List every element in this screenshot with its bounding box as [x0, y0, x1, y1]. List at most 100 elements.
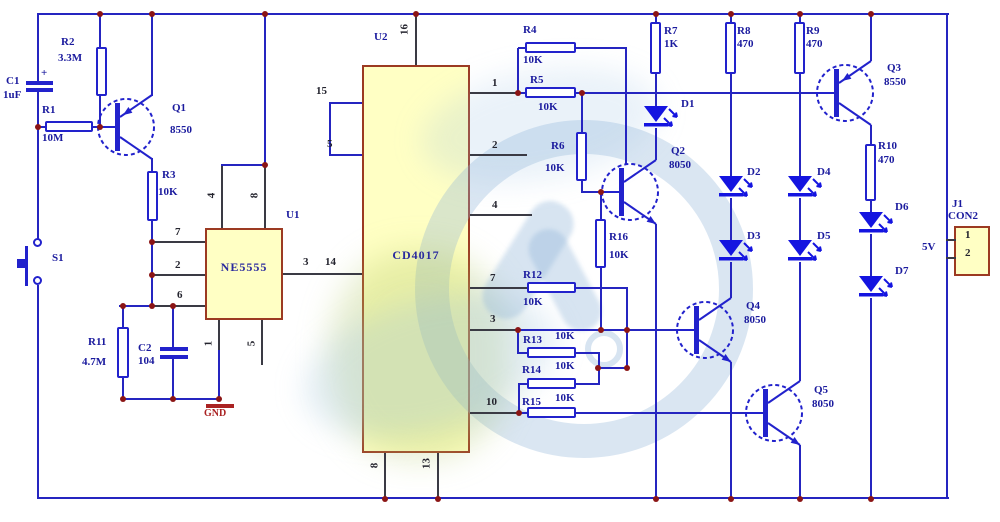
s1-switch-terminal[interactable] — [33, 238, 42, 247]
wire — [221, 164, 266, 166]
r7-resistor — [650, 22, 661, 74]
r13-value: 10K — [555, 330, 575, 342]
r12-resistor — [527, 282, 576, 293]
junction-dot — [624, 327, 630, 333]
s1-switch-actuator[interactable] — [17, 259, 25, 268]
q1-value: 8550 — [170, 124, 192, 136]
wire — [655, 73, 657, 106]
r14-value: 10K — [555, 360, 575, 372]
wire — [517, 412, 527, 414]
wire — [38, 13, 949, 15]
wire — [799, 14, 801, 23]
wire — [38, 497, 949, 499]
wire — [575, 352, 600, 354]
wire — [330, 154, 362, 156]
r14-label: R14 — [522, 364, 541, 376]
u1-pin-2-label: 2 — [175, 259, 181, 271]
r5-value: 10K — [538, 101, 558, 113]
junction-dot — [216, 396, 222, 402]
u1-pin-7-label: 7 — [175, 226, 181, 238]
wire — [519, 383, 527, 385]
junction-dot — [797, 11, 803, 17]
u2-pin-2-label: 2 — [492, 139, 498, 151]
u2-pin-16-label: 16 — [398, 24, 411, 35]
wire — [575, 47, 627, 49]
q1-label: Q1 — [172, 102, 187, 114]
r8-resistor — [725, 22, 736, 74]
wire — [470, 329, 517, 331]
r10-label: R10 — [878, 140, 897, 152]
wire — [119, 305, 152, 307]
d7-led-symbol — [859, 276, 893, 297]
u2-pin-14-label: 14 — [325, 256, 336, 268]
wire — [581, 93, 583, 133]
wire — [172, 358, 174, 400]
supply-label: 5V — [922, 241, 936, 253]
d5-led-symbol — [788, 240, 822, 261]
r13-label: R13 — [523, 334, 542, 346]
junction-dot — [435, 496, 441, 502]
q3-value: 8550 — [884, 76, 906, 88]
wire — [655, 128, 657, 160]
wire — [218, 320, 220, 350]
junction-dot — [149, 272, 155, 278]
u1-pin-5-label: 5 — [245, 340, 258, 347]
r2-resistor — [96, 47, 107, 96]
s1-switch-terminal[interactable] — [33, 276, 42, 285]
c2-capacitor — [160, 347, 188, 351]
r9-resistor — [794, 22, 805, 74]
junction-dot — [97, 11, 103, 17]
junction-dot — [120, 396, 126, 402]
wire — [37, 92, 39, 239]
junction-dot — [595, 365, 601, 371]
u1-part-label: NE5555 — [220, 260, 268, 274]
wire — [600, 267, 602, 330]
wire — [99, 14, 101, 48]
q4-value: 8050 — [744, 314, 766, 326]
u2-pin-5-label: 5 — [327, 138, 333, 150]
junction-dot — [579, 90, 585, 96]
wire — [384, 453, 386, 499]
c2-label: C2 — [138, 342, 152, 354]
gnd-label: GND — [204, 408, 227, 419]
wire — [122, 306, 124, 328]
wire — [946, 13, 948, 499]
u2-pin-13-label: 13 — [420, 458, 433, 469]
wire — [172, 306, 174, 348]
wire — [152, 241, 205, 243]
wire — [517, 329, 677, 331]
wire — [730, 198, 732, 240]
wire — [575, 412, 746, 414]
wire — [600, 192, 602, 220]
c2-value: 104 — [138, 355, 155, 367]
r9-value: 470 — [806, 38, 823, 50]
d1-led-symbol — [644, 106, 678, 127]
wire — [37, 13, 39, 83]
c1-label: C1 — [6, 75, 20, 87]
junction-dot — [653, 11, 659, 17]
d5-label: D5 — [817, 230, 831, 242]
wire — [870, 14, 872, 61]
u1-pin-4-label: 4 — [205, 192, 218, 199]
r1-value: 10M — [42, 132, 64, 144]
junction-dot — [797, 496, 803, 502]
junction-dot — [170, 303, 176, 309]
wire — [122, 377, 124, 400]
wire — [946, 239, 956, 241]
s1-switch-actuator[interactable] — [25, 246, 28, 286]
junction-dot — [624, 365, 630, 371]
r4-value: 10K — [523, 54, 543, 66]
junction-dot — [262, 11, 268, 17]
wire — [152, 274, 205, 276]
wire — [870, 125, 872, 145]
wire — [575, 287, 628, 289]
j1-label: J1 — [952, 198, 963, 210]
wire — [264, 165, 266, 228]
r2-value: 3.3M — [58, 52, 83, 64]
r3-resistor — [147, 171, 158, 221]
wire — [730, 14, 732, 23]
junction-dot — [515, 327, 521, 333]
r11-resistor — [117, 327, 129, 378]
junction-dot — [516, 410, 522, 416]
